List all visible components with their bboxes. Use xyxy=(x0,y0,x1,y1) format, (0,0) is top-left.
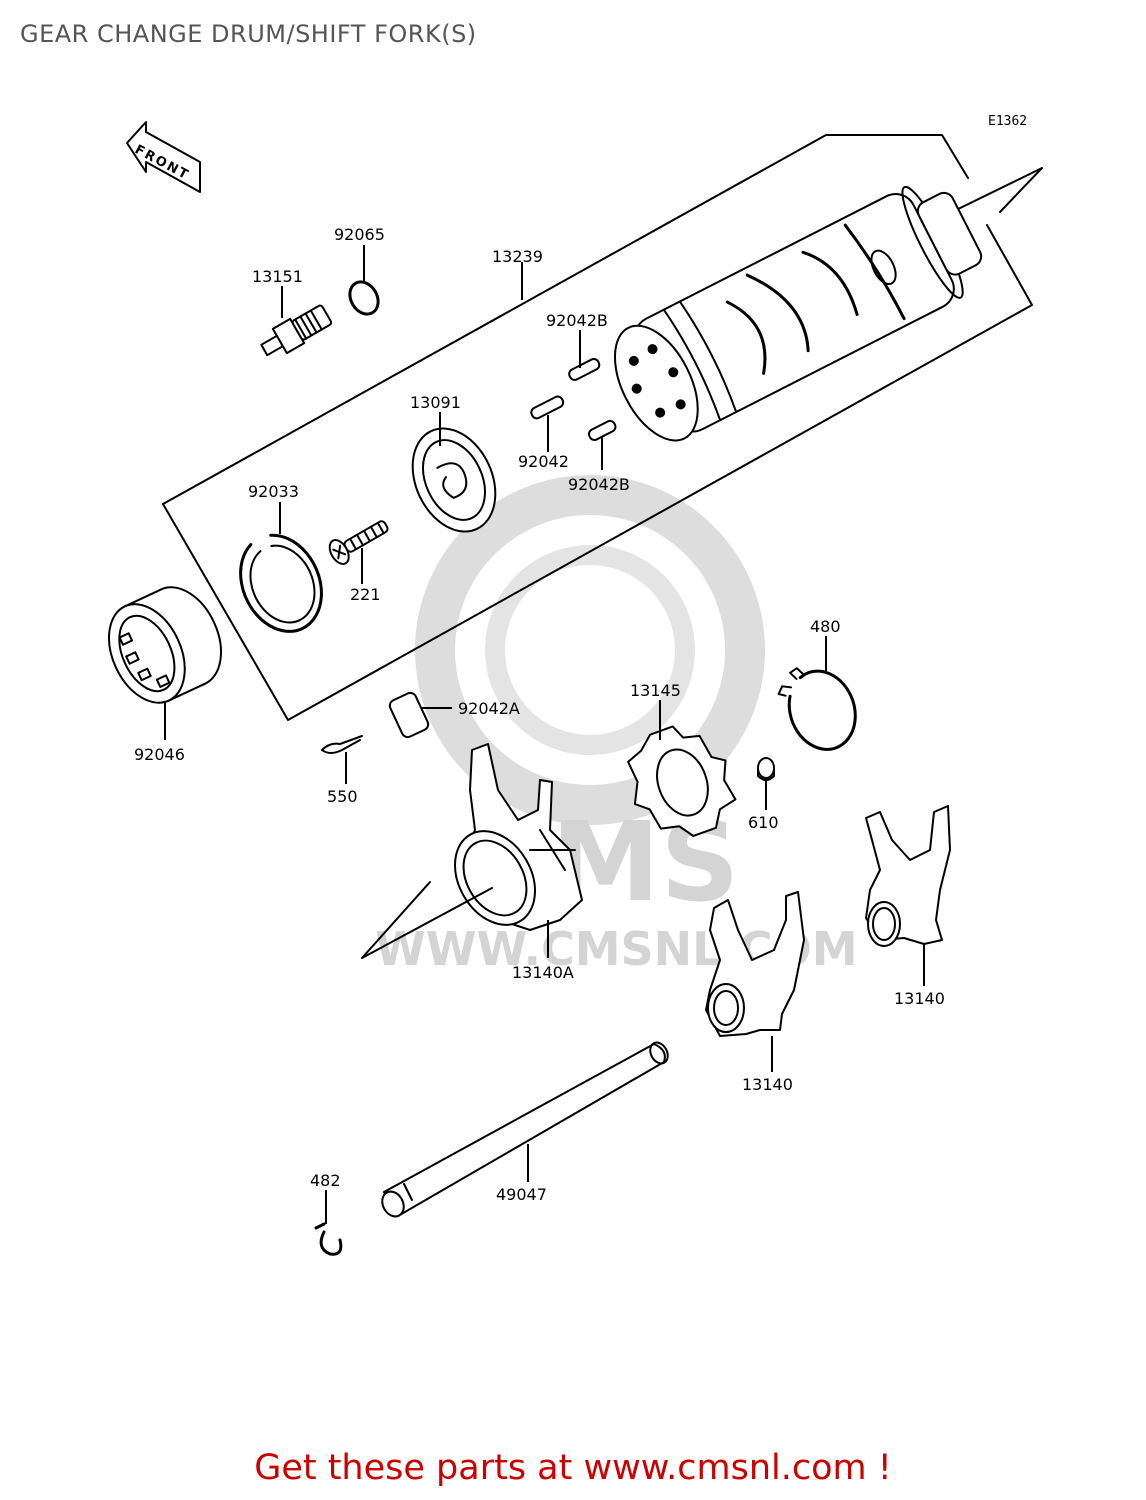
circlip-92033 xyxy=(239,533,323,633)
shift-drum xyxy=(613,185,983,442)
circlip-480 xyxy=(777,667,857,751)
part-label-92042B-bottom: 92042B xyxy=(568,475,630,494)
shift-rod-49047 xyxy=(381,1041,669,1218)
part-label-92042: 92042 xyxy=(518,452,569,471)
part-label-13140-right: 13140 xyxy=(894,989,945,1008)
part-label-480: 480 xyxy=(810,617,841,636)
pin-92042B-bottom xyxy=(587,419,617,441)
page-title: GEAR CHANGE DRUM/SHIFT FORK(S) xyxy=(20,20,477,48)
neutral-switch xyxy=(260,304,333,357)
part-label-92042B-top: 92042B xyxy=(546,311,608,330)
gear-stopper-13145 xyxy=(627,725,737,837)
part-label-13140-middle: 13140 xyxy=(742,1075,793,1094)
part-label-13091: 13091 xyxy=(410,393,461,412)
shift-fork-13140-right xyxy=(865,805,951,947)
pin-92042B-top xyxy=(568,358,601,381)
part-label-550: 550 xyxy=(327,787,358,806)
washer-92065 xyxy=(348,280,380,316)
part-label-221: 221 xyxy=(350,585,381,604)
leader-lines xyxy=(164,245,925,1224)
part-label-92033: 92033 xyxy=(248,482,299,501)
pin-92042 xyxy=(530,395,565,420)
pin-92042A xyxy=(388,691,430,739)
drum-assembly-pointer xyxy=(951,167,1043,213)
part-label-13140A: 13140A xyxy=(512,963,574,982)
shift-fork-13140-middle xyxy=(705,891,805,1037)
pin-610 xyxy=(757,757,775,781)
part-label-92042A: 92042A xyxy=(458,699,520,718)
cotter-pin-550 xyxy=(321,735,363,754)
diagram-code: E1362 xyxy=(988,114,1027,129)
part-label-92046: 92046 xyxy=(134,745,185,764)
part-label-92065: 92065 xyxy=(334,225,385,244)
screw-221 xyxy=(328,520,389,565)
part-label-482: 482 xyxy=(310,1171,341,1190)
front-arrow-icon: FRONT xyxy=(126,121,201,193)
shift-fork-13140A xyxy=(361,743,583,959)
part-label-13151: 13151 xyxy=(252,267,303,286)
drum-holder xyxy=(411,427,497,533)
part-label-13239: 13239 xyxy=(492,247,543,266)
clip-482 xyxy=(314,1222,343,1256)
bearing-92046 xyxy=(108,586,222,704)
part-label-49047: 49047 xyxy=(496,1185,547,1204)
part-label-13145: 13145 xyxy=(630,681,681,700)
drum-assembly-outline xyxy=(162,134,1033,721)
part-label-610: 610 xyxy=(748,813,779,832)
footer-promo-text: Get these parts at www.cmsnl.com ! xyxy=(254,1448,892,1488)
